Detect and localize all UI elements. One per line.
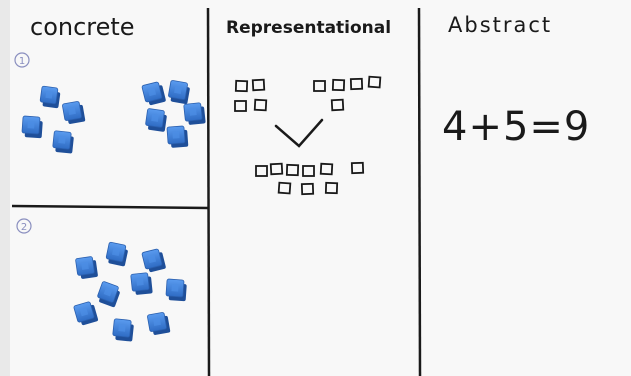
- unit-cube: [130, 272, 153, 295]
- paper-left-edge-shadow: [0, 0, 10, 376]
- unit-cube: [75, 256, 98, 279]
- unit-cube: [141, 248, 166, 273]
- drawn-squares-nine: [255, 161, 365, 196]
- example-marker-1-label: 1: [19, 56, 25, 67]
- drawn-square: [285, 163, 300, 177]
- heading-concrete: concrete: [30, 13, 135, 41]
- heading-representational: Representational: [226, 18, 391, 38]
- drawn-square: [253, 98, 268, 112]
- drawn-square: [251, 78, 266, 92]
- unit-cube: [73, 301, 99, 326]
- cube-group-five: [141, 80, 206, 148]
- unit-cube: [183, 102, 206, 125]
- combine-check-mark: [274, 118, 324, 148]
- drawn-squares-five: [313, 75, 382, 112]
- divider-line-left: [206, 7, 211, 376]
- unit-cube: [39, 85, 61, 109]
- drawn-square: [300, 182, 315, 196]
- divider-line-right: [417, 7, 422, 376]
- example-marker-1: 1: [14, 52, 30, 68]
- example-marker-2-label: 2: [21, 222, 27, 233]
- unit-cube: [21, 115, 43, 139]
- unit-cube: [166, 125, 189, 148]
- unit-cube: [168, 80, 190, 104]
- unit-cube: [97, 281, 120, 308]
- drawn-square: [255, 165, 268, 177]
- drawn-square: [330, 98, 345, 112]
- unit-cube: [105, 241, 128, 267]
- abstract-equation: 4+5=9: [442, 104, 590, 150]
- unit-cube: [147, 312, 171, 335]
- heading-abstract: Abstract: [448, 13, 552, 37]
- divider-line-concrete-horizontal: [11, 204, 210, 210]
- drawn-square: [234, 79, 249, 93]
- drawn-square: [367, 75, 382, 89]
- unit-cube: [52, 130, 74, 154]
- example-marker-2: 2: [16, 218, 32, 234]
- drawn-square: [349, 77, 364, 91]
- drawn-square: [324, 181, 339, 195]
- drawn-squares-four: [234, 78, 268, 112]
- drawn-square: [269, 162, 284, 176]
- cube-group-four: [21, 85, 86, 154]
- drawn-square: [302, 165, 315, 177]
- unit-cube: [62, 101, 86, 124]
- unit-cube: [141, 81, 166, 106]
- cube-group-nine: [73, 241, 187, 342]
- drawn-square: [313, 80, 326, 92]
- drawn-square: [350, 161, 365, 175]
- drawn-square: [277, 181, 292, 195]
- drawn-square: [331, 78, 346, 92]
- unit-cube: [145, 108, 167, 132]
- unit-cube: [112, 318, 134, 342]
- unit-cube: [165, 278, 187, 302]
- drawn-square: [319, 162, 334, 176]
- drawn-square: [234, 100, 247, 112]
